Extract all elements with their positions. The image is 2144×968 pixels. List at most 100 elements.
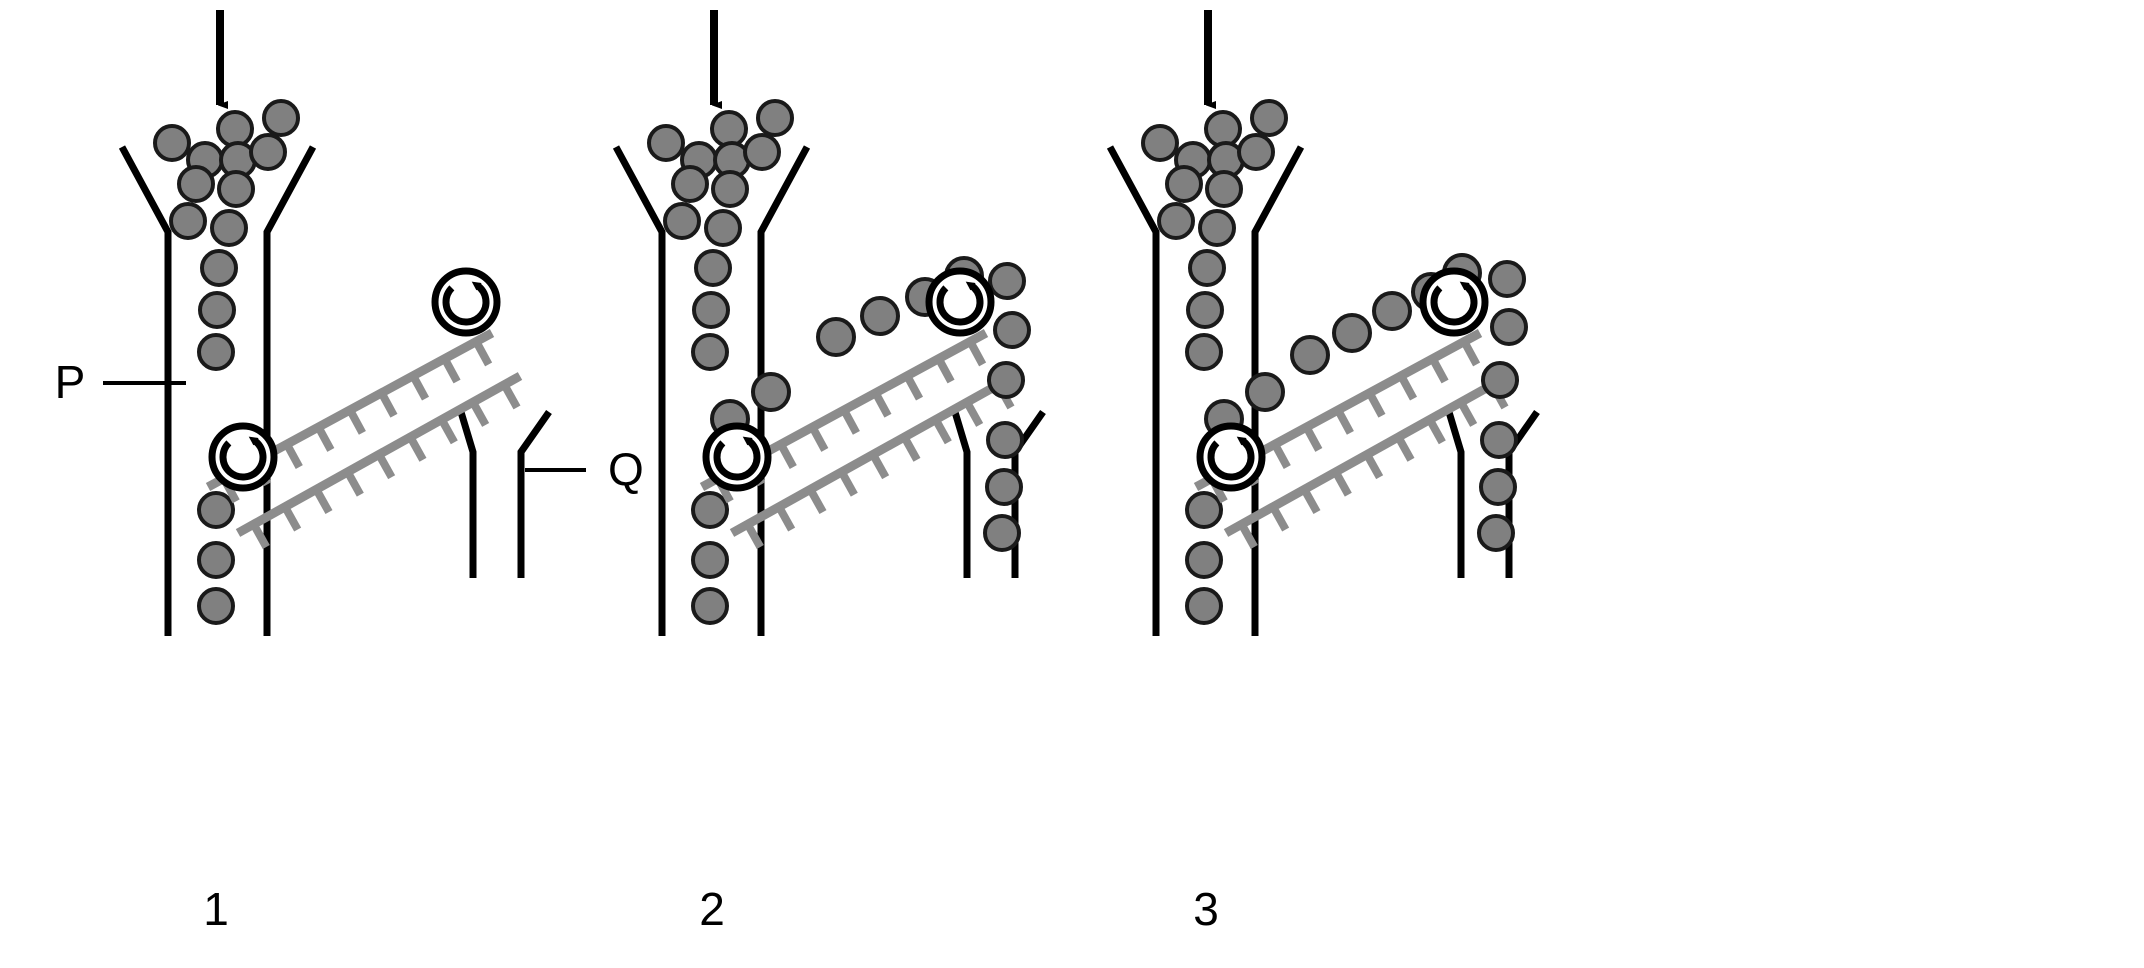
auger-flight-tick xyxy=(966,339,987,367)
auger-flight-tick xyxy=(808,425,829,452)
rotation-indicator-outlet-arc xyxy=(1430,281,1478,326)
hopper-wall-right xyxy=(263,145,317,636)
hopper-wall-left xyxy=(1106,145,1160,636)
auger-flight-tick xyxy=(250,522,270,549)
auger-particle xyxy=(1332,313,1372,353)
discharge-particle xyxy=(1477,514,1515,552)
auger-flight-tick xyxy=(1366,390,1386,418)
hopper-particle xyxy=(1237,133,1275,171)
auger-flight-tick xyxy=(1426,417,1446,445)
auger-flight-tick xyxy=(441,356,461,384)
auger-flight-tick xyxy=(869,452,890,480)
hopper-particle xyxy=(1185,587,1223,625)
hopper-particle xyxy=(153,124,191,162)
auger-particle xyxy=(816,317,856,357)
auger-flight-tick xyxy=(1363,452,1384,480)
hopper-wall-right xyxy=(1251,145,1305,636)
hopper-particle xyxy=(691,333,729,371)
discharge-particle xyxy=(1480,421,1518,459)
auger-flight-tick xyxy=(1457,400,1478,427)
panel-3 xyxy=(1106,10,1540,636)
hopper-particle xyxy=(1157,202,1195,240)
auger-flight-tick xyxy=(838,469,858,497)
hopper-particles xyxy=(1141,99,1288,625)
hopper-particle xyxy=(200,249,238,287)
rotation-indicator-inlet-arc xyxy=(219,436,267,481)
hopper-particle xyxy=(691,541,729,579)
panel-1: PQ xyxy=(55,10,644,636)
discharge-particles xyxy=(1477,260,1528,552)
auger-flight-tick xyxy=(1332,469,1352,497)
hopper-particle xyxy=(691,587,729,625)
hopper-particle xyxy=(1141,124,1179,162)
auger-flight-tick xyxy=(1397,373,1418,401)
auger-flight-tick xyxy=(346,408,366,435)
auger-flight-tick xyxy=(312,487,333,515)
hopper-particle xyxy=(197,587,235,625)
hopper-particle xyxy=(692,291,730,329)
hopper-wall-right xyxy=(757,145,811,636)
hopper-particle xyxy=(1185,541,1223,579)
hopper-particle xyxy=(1188,249,1226,287)
auger-flight-tick xyxy=(932,417,952,445)
discharge-chute-left xyxy=(457,410,477,578)
auger-flight-tick xyxy=(283,442,303,469)
auger-flight-tick xyxy=(840,408,860,435)
discharge-chute-left xyxy=(951,410,971,578)
hopper-particle xyxy=(217,170,255,208)
hopper-particle xyxy=(197,333,235,371)
discharge-particle xyxy=(1490,308,1528,346)
panels-layer: PQ xyxy=(55,10,1540,636)
hopper-particle xyxy=(1198,209,1236,247)
hopper-particle xyxy=(216,110,254,148)
hopper-particle xyxy=(694,249,732,287)
auger-flight-tick xyxy=(1334,408,1354,435)
auger-flight-tick xyxy=(1238,522,1258,549)
discharge-particle xyxy=(1481,361,1519,399)
discharge-particle xyxy=(986,421,1024,459)
discharge-particle xyxy=(985,468,1023,506)
discharge-particle xyxy=(988,262,1026,300)
auger-flight-tick xyxy=(775,504,796,532)
hopper-particle xyxy=(249,133,287,171)
hopper-particle xyxy=(1185,491,1223,529)
auger-flight-tick xyxy=(963,400,984,427)
auger-particle xyxy=(1372,291,1412,331)
hopper-particle xyxy=(1165,165,1203,203)
hopper-particle xyxy=(198,291,236,329)
hopper-particle xyxy=(710,110,748,148)
discharge-particle xyxy=(1488,260,1526,298)
hopper-particle xyxy=(691,491,729,529)
auger-flight-tick xyxy=(744,522,764,549)
auger-flight-tick xyxy=(406,435,427,462)
auger-flight-tick xyxy=(900,435,921,462)
auger-flight-tick xyxy=(344,469,364,497)
discharge-chute-left xyxy=(1445,410,1465,578)
hopper-particle xyxy=(711,170,749,208)
auger-flight-tick xyxy=(1300,487,1321,515)
panel-caption-1: 1 xyxy=(203,883,229,935)
auger-flight-tick xyxy=(777,442,797,469)
auger-flight-tick xyxy=(806,487,827,515)
hopper-particles xyxy=(647,99,794,625)
auger-particle xyxy=(1245,372,1285,412)
auger-flight-tick xyxy=(903,373,924,401)
auger-flight-tick xyxy=(1302,425,1323,452)
discharge-chute-right xyxy=(517,409,552,578)
panel-caption-3: 3 xyxy=(1193,883,1219,935)
auger-flight-tick xyxy=(469,400,490,427)
hopper-particle xyxy=(197,541,235,579)
auger-flight-tick xyxy=(281,504,302,532)
auger-particle xyxy=(751,372,791,412)
hopper-wall-left xyxy=(612,145,666,636)
auger-flight-tick xyxy=(409,373,430,401)
hopper-particle xyxy=(756,99,794,137)
discharge-particle xyxy=(993,311,1031,349)
outlet-point-label: Q xyxy=(608,443,644,495)
auger-flight-tick xyxy=(438,417,458,445)
auger-flight-tick xyxy=(378,390,398,418)
hopper-particle xyxy=(1205,170,1243,208)
rotation-indicator-outlet-arc xyxy=(936,281,984,326)
